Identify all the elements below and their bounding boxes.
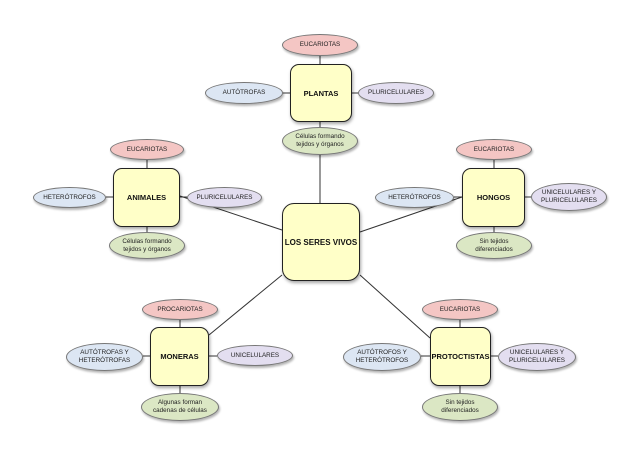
connector-protoctistas bbox=[359, 274, 431, 339]
plantas-cell-type: EUCARIOTAS bbox=[282, 34, 358, 56]
moneras-box: MONERAS bbox=[150, 327, 209, 386]
animales-cell-type: EUCARIOTAS bbox=[110, 139, 184, 160]
animales-nutrition: HETERÓTROFOS bbox=[33, 187, 106, 208]
protoctistas-cellularity: UNICELULARES Y PLURICELULARES bbox=[498, 343, 576, 371]
animales-box: ANIMALES bbox=[113, 168, 180, 227]
plantas-box: PLANTAS bbox=[290, 64, 352, 122]
plantas-cellularity: PLURICELULARES bbox=[358, 82, 434, 104]
plantas-tissues: Células formando tejidos y órganos bbox=[282, 127, 358, 155]
moneras-tissues: Algunas forman cadenas de células bbox=[141, 393, 219, 421]
hongos-box: HONGOS bbox=[462, 168, 525, 227]
hongos-nutrition: HETERÓTROFOS bbox=[375, 187, 454, 208]
hongos-tissues: Sin tejidos diferenciados bbox=[456, 232, 532, 259]
hongos-cellularity: UNICELULARES Y PLURICELULARES bbox=[531, 183, 607, 211]
center-box: LOS SERES VIVOS bbox=[282, 203, 360, 281]
animales-tissues: Células formando tejidos y órganos bbox=[109, 232, 185, 259]
protoctistas-cell-type: EUCARIOTAS bbox=[422, 299, 498, 320]
connector-moneras bbox=[208, 274, 283, 336]
protoctistas-box: PROTOCTISTAS bbox=[430, 327, 491, 386]
moneras-nutrition: AUTÓTROFAS Y HETERÓTROFAS bbox=[66, 343, 143, 371]
moneras-cell-type: PROCARIOTAS bbox=[142, 299, 218, 320]
animales-cellularity: PLURICELULARES bbox=[187, 187, 262, 208]
hongos-cell-type: EUCARIOTAS bbox=[456, 139, 532, 160]
plantas-nutrition: AUTÓTROFAS bbox=[205, 82, 283, 104]
moneras-cellularity: UNICELULARES bbox=[217, 345, 293, 366]
protoctistas-tissues: Sin tejidos diferenciados bbox=[422, 393, 498, 421]
protoctistas-nutrition: AUTÓTROFOS Y HETERÓTROFOS bbox=[343, 343, 421, 371]
